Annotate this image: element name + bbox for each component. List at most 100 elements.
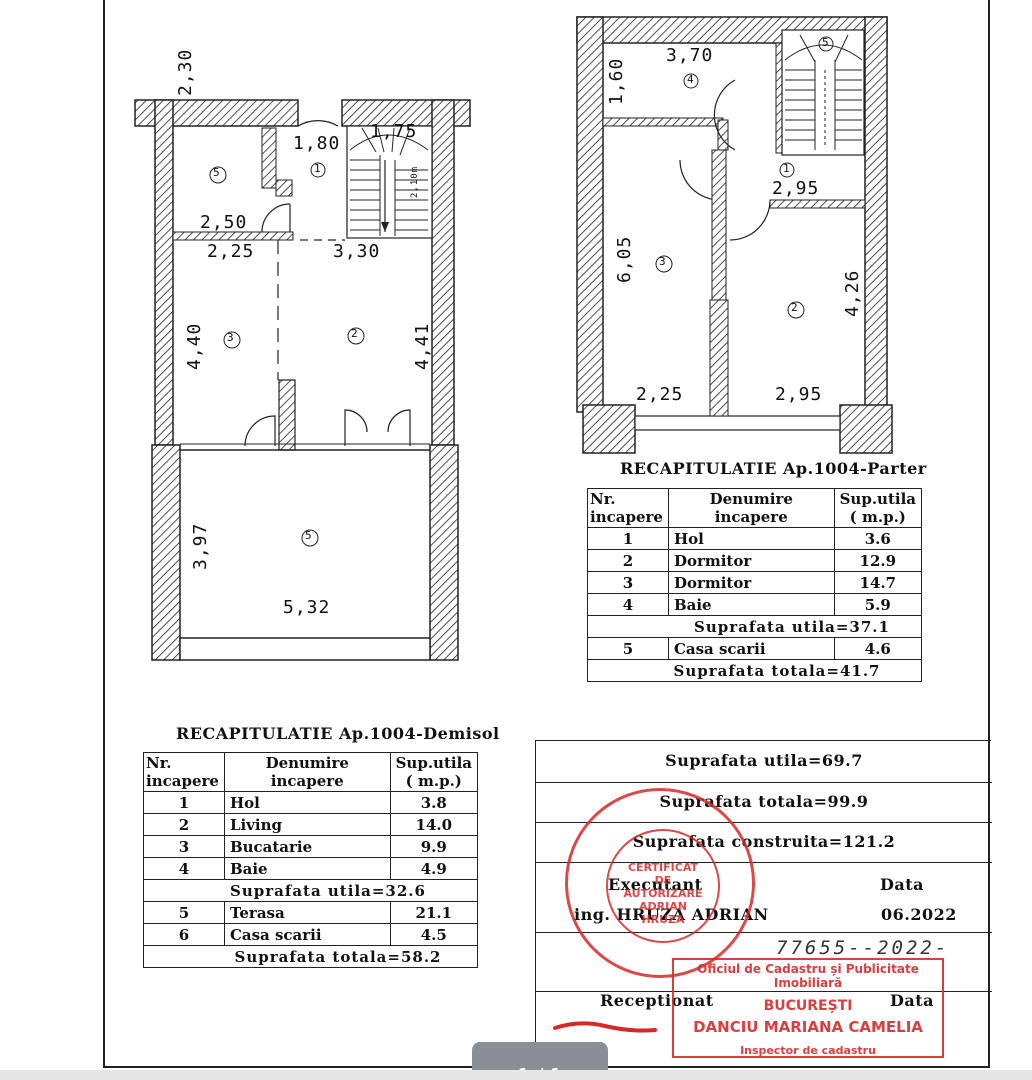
parter-room-4-number: 4 — [687, 73, 695, 86]
receptionat-label: Receptionat — [600, 991, 714, 1010]
header-unit: ( m.p.) — [849, 508, 906, 526]
header-unit: ( m.p.) — [405, 772, 462, 790]
signature-scribble — [553, 1021, 657, 1033]
row-nr: 6 — [143, 923, 225, 946]
parter-totala: Suprafata totala=41.7 — [587, 659, 922, 682]
row-name: Casa scarii — [223, 923, 391, 946]
data-label-2: Data — [890, 991, 934, 1010]
row-nr: 4 — [143, 857, 225, 880]
dim-parter-160: 1,60 — [606, 57, 627, 105]
dim-demisol-175: 1,75 — [370, 121, 418, 142]
demisol-recap-title: RECAPITULATIE Ap.1004-Demisol — [176, 724, 500, 743]
row-name: Casa scarii — [667, 637, 835, 660]
row-nr: 1 — [587, 527, 669, 550]
row-nr: 5 — [143, 901, 225, 924]
parter-room-2-number: 2 — [791, 301, 799, 314]
demisol-utila: Suprafata utila=32.6 — [143, 879, 478, 902]
dim-demisol-180: 1,80 — [293, 133, 341, 154]
demisol-totala: Suprafata totala=58.2 — [143, 945, 478, 968]
dim-parter-370: 3,70 — [666, 45, 714, 66]
row-name: Bucatarie — [223, 835, 391, 858]
header-incapere: incapere — [590, 508, 663, 526]
demisol-plan — [134, 99, 471, 661]
row-nr: 4 — [587, 593, 669, 616]
row-nr: 3 — [143, 835, 225, 858]
executant-date: 06.2022 — [881, 905, 957, 924]
row-name: Living — [223, 813, 391, 836]
parter-utila: Suprafata utila=37.1 — [587, 615, 922, 638]
dim-demisol-397: 3,97 — [190, 522, 211, 570]
row-nr: 5 — [587, 637, 669, 660]
cadastre-stamp: Oficiul de Cadastru și Publicitate Imobi… — [672, 958, 944, 1058]
row-nr: 1 — [143, 791, 225, 814]
parter-room-3-number: 3 — [659, 255, 667, 268]
dim-demisol-440: 4,40 — [184, 322, 205, 370]
total-row: Suprafata totala=58.2 — [143, 945, 478, 968]
inspector-role: Inspector de cadastru — [740, 1044, 876, 1057]
row-name: Baie — [223, 857, 391, 880]
round-stamp: CERTIFICAT DE AUTORIZARE ADRIAN HRUZA — [565, 788, 755, 978]
header-nr: Nr. — [146, 754, 172, 772]
parter-room-1-number: 1 — [783, 162, 791, 175]
parter-plan — [576, 16, 893, 454]
dim-parter-295b: 2,95 — [775, 384, 823, 405]
row-value: 4.9 — [389, 857, 479, 880]
dim-parter-605: 6,05 — [614, 235, 635, 283]
row-value: 21.1 — [389, 901, 479, 924]
row-name: Terasa — [223, 901, 391, 924]
header-incapere: incapere — [146, 772, 219, 790]
row-value: 3.8 — [389, 791, 479, 814]
dim-demisol-250: 2,50 — [200, 212, 248, 233]
row-name: Dormitor — [667, 549, 835, 572]
dim-parter-225: 2,25 — [636, 384, 684, 405]
cadastre-office: Oficiul de Cadastru și Publicitate Imobi… — [697, 962, 919, 990]
parter-recap-title: RECAPITULATIE Ap.1004-Parter — [620, 459, 927, 478]
header-nr: Nr. — [590, 490, 616, 508]
row-value: 4.5 — [389, 923, 479, 946]
header-denumire: Denumire — [265, 754, 349, 772]
subtotal-row: Suprafata utila=37.1 — [587, 615, 922, 638]
dim-parter-295a: 2,95 — [772, 178, 820, 199]
row-name: Hol — [667, 527, 835, 550]
row-name: Hol — [223, 791, 391, 814]
row-nr: 2 — [143, 813, 225, 836]
viewer-bottom-bar — [0, 1070, 1032, 1080]
receptionat-row: 77655--2022- Receptionat Data — [536, 933, 992, 1010]
row-value: 9.9 — [389, 835, 479, 858]
stamp-inner-ring — [606, 829, 720, 943]
stamp-text: CERTIFICAT DE AUTORIZARE ADRIAN HRUZA — [623, 861, 703, 926]
header-denumire2: incapere — [714, 508, 788, 526]
row-value: 5.9 — [833, 593, 923, 616]
total-row: Suprafata totala=41.7 — [587, 659, 922, 682]
dim-demisol-225: 2,25 — [207, 241, 255, 262]
row-nr: 3 — [587, 571, 669, 594]
row-name: Baie — [667, 593, 835, 616]
dim-parter-426: 4,26 — [842, 269, 863, 317]
cadastre-city: BUCUREȘTI — [763, 998, 853, 1014]
dim-demisol-441: 4,41 — [412, 322, 433, 370]
demisol-room-4-number: 5 — [213, 166, 221, 179]
handwritten-number: 77655--2022- — [776, 937, 950, 959]
row-name: Dormitor — [667, 571, 835, 594]
row-value: 3.6 — [833, 527, 923, 550]
dim-demisol-stair: 2,10m — [410, 165, 420, 198]
demisol-room-5-number: 5 — [305, 529, 313, 542]
row-value: 14.0 — [389, 813, 479, 836]
row-value: 4.6 — [833, 637, 923, 660]
subtotal-row: Suprafata utila=32.6 — [143, 879, 478, 902]
demisol-room-2-number: 2 — [351, 327, 359, 340]
header-sup: Sup.utila — [395, 754, 472, 772]
